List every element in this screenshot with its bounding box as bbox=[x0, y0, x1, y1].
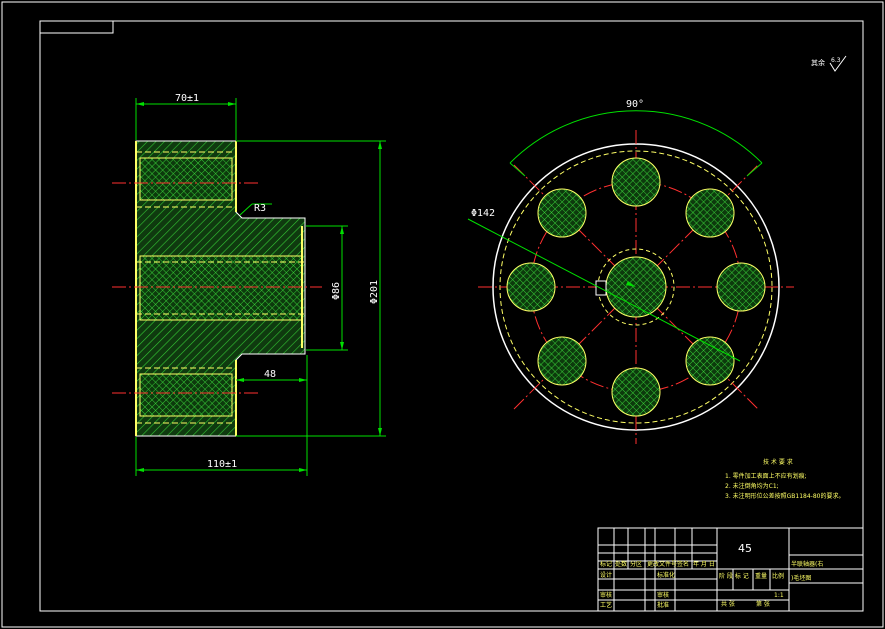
dim-angle: 90° bbox=[626, 99, 644, 110]
stage-label: 重量 bbox=[755, 572, 767, 580]
col-label: 标记 bbox=[600, 560, 612, 568]
bolt-hole bbox=[506, 262, 556, 312]
dim-outer-diameter: Φ201 bbox=[369, 280, 380, 304]
dim-bore-diameter: Φ86 bbox=[331, 282, 342, 300]
bolt-hole bbox=[611, 367, 661, 417]
dim-total-length: 110±1 bbox=[207, 459, 237, 470]
tech-req-item: 1. 零件加工表面上不应有划痕; bbox=[725, 472, 807, 480]
tech-req-item: 3. 未注明形位公差按照GB1184-80的要求。 bbox=[725, 492, 844, 500]
inner-frame bbox=[39, 20, 864, 612]
dim-step-length: 48 bbox=[264, 369, 276, 380]
pitch-dim-leader bbox=[467, 218, 741, 362]
mid-label: 标准化 bbox=[657, 571, 675, 579]
row-label: 设计 bbox=[600, 571, 612, 579]
hole-section-bottom bbox=[139, 373, 233, 417]
material: 45 bbox=[738, 542, 752, 555]
bolt-hole bbox=[716, 262, 766, 312]
col-label: 处数 bbox=[615, 560, 627, 568]
dim-top-length: 70±1 bbox=[175, 93, 199, 104]
scale-value: 1:1 bbox=[774, 592, 784, 599]
end-view: 90° Φ142 bbox=[467, 99, 794, 444]
col-label: 更改文件号 bbox=[647, 560, 677, 568]
tech-requirements: 技 术 要 求 1. 零件加工表面上不应有划痕; 2. 未注倒角均为C1; 3.… bbox=[725, 458, 844, 500]
tech-req-title: 技 术 要 求 bbox=[763, 458, 793, 466]
part-name-line1: 半联轴器(右 bbox=[791, 560, 823, 568]
roughness-value: 6.3 bbox=[831, 57, 841, 64]
hole-section-top bbox=[139, 157, 233, 201]
col-label: 签名 bbox=[677, 560, 689, 568]
row-label: 工艺 bbox=[600, 601, 612, 609]
angle-dim-arc bbox=[509, 110, 763, 164]
corner-label-box bbox=[39, 20, 114, 34]
bolt-hole bbox=[685, 336, 735, 386]
col-label: 分区 bbox=[630, 560, 642, 568]
section-view: 70±1 110±1 48 R3 Φ86 Φ201 bbox=[112, 93, 386, 476]
roughness-note: 其余 6.3 bbox=[811, 55, 847, 72]
part-name-line2: )毛坯图 bbox=[791, 574, 811, 582]
sheet-label: 共 张 bbox=[721, 600, 735, 608]
bolt-hole bbox=[685, 188, 735, 238]
title-block: 45 半联轴器(右 )毛坯图 1:1 标记 处数 分区 更改文件号 签名 年 月… bbox=[597, 527, 864, 612]
stage-label: 阶 段 标 记 bbox=[719, 572, 749, 580]
hole-section-center bbox=[139, 255, 303, 321]
mid-label: 审核 bbox=[657, 591, 669, 599]
sheet-label: 第 张 bbox=[756, 600, 770, 608]
stage-label: 比例 bbox=[772, 572, 784, 580]
bolt-hole bbox=[537, 336, 587, 386]
bolt-hole bbox=[537, 188, 587, 238]
dim-pitch-diameter: Φ142 bbox=[471, 208, 495, 219]
dim-fillet-radius: R3 bbox=[254, 203, 266, 214]
mid-label: 批准 bbox=[657, 601, 669, 609]
roughness-label: 其余 bbox=[811, 58, 825, 67]
roughness-symbol-icon bbox=[829, 55, 847, 72]
tech-req-item: 2. 未注倒角均为C1; bbox=[725, 482, 779, 490]
col-label: 年 月 日 bbox=[693, 560, 715, 568]
row-label: 审核 bbox=[600, 591, 612, 599]
bolt-hole bbox=[611, 157, 661, 207]
